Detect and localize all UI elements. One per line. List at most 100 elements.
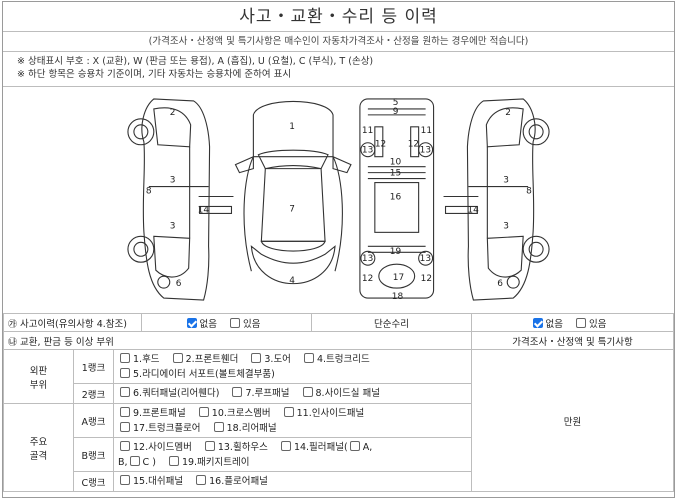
repair-none-checkbox[interactable] (532, 317, 543, 328)
accident-label-cell: ㉮ 사고이력(유의사항 4.참조) (2, 313, 143, 332)
part-label: 19.패키지트레이 (181, 456, 250, 468)
part-checkbox[interactable] (196, 475, 207, 485)
part-checkbox[interactable] (283, 406, 294, 417)
frame-b-rank: B랭크 (73, 437, 114, 472)
right-label: 2 (505, 108, 511, 118)
part-checkbox[interactable] (232, 387, 243, 397)
part-label: 13.휠하우스 (217, 441, 268, 453)
part-checkbox[interactable] (120, 387, 130, 397)
under-label: 13 (420, 254, 431, 264)
under-label: 9 (393, 107, 399, 117)
frame-a-row: 주요 골격 A랭크 9.프론트패널 10.크로스멤버 11.인사이드패널 17.… (3, 403, 674, 492)
right-label: 3 (503, 221, 509, 231)
outer-label-cell: 외판 부위 (3, 349, 74, 404)
part-label: 18.리어패널 (226, 422, 277, 434)
right-side-view (443, 98, 550, 301)
part-label: 6.쿼터패널(리어휀다) (133, 388, 220, 399)
repair-none-label: 없음 (545, 318, 563, 330)
part-label: 5.라디에이터 서포트(볼트체결부품) (133, 368, 275, 380)
under-label: 5 (393, 98, 399, 108)
part-label: 8.사이드실 패널 (315, 388, 381, 399)
accident-marker: ㉮ (8, 319, 18, 330)
frame-c-items: 15.대쉬패널 16.플로어패널 (112, 471, 473, 492)
part-checkbox[interactable] (172, 352, 183, 363)
part-label: 17.트렁크플로어 (133, 422, 201, 434)
part-checkbox[interactable] (168, 455, 179, 466)
price-header: 가격조사・산정액 및 특기사항 (471, 331, 674, 350)
accident-row: ㉮ 사고이력(유의사항 4.참조) 없음 있음 단순수리 없음 있음 (2, 313, 674, 332)
accident-label: 사고이력(유의사항 4.참조) (20, 318, 127, 330)
under-label: 16 (390, 193, 402, 203)
part-label: 15.대쉬패널 (133, 476, 184, 487)
accident-exists-checkbox[interactable] (230, 317, 241, 328)
outer-label-2: 부위 (29, 379, 48, 391)
part-label: 1.후드 (133, 353, 160, 365)
page-title: 사고・교환・수리 등 이력 (3, 2, 674, 32)
part-label: 14.필러패널( (293, 441, 348, 453)
part-checkbox[interactable] (198, 406, 209, 417)
part-checkbox[interactable] (120, 475, 130, 485)
parts-marker: ㉯ (8, 337, 18, 348)
simple-repair-label: 단순수리 (311, 313, 473, 332)
accident-none-checkbox[interactable] (186, 317, 197, 328)
part-checkbox[interactable] (120, 421, 130, 432)
outer-rank1-row: 외판 부위 1랭크 1.후드 2.프론트휀더 3.도어 4.트렁크리드 5.라디… (3, 349, 674, 492)
car-diagram-svg: 2 3 8 3 14 6 1 7 4 5 9 11 12 12 11 13 13… (127, 98, 550, 302)
part-checkbox[interactable] (303, 352, 314, 363)
part-checkbox[interactable] (120, 440, 130, 451)
repair-exists-label: 있음 (589, 318, 607, 330)
part-label: 3.도어 (264, 353, 291, 365)
part-checkbox[interactable] (120, 352, 130, 363)
price-cell: 만원 (471, 349, 674, 492)
under-label: 11 (362, 126, 373, 136)
under-label: 12 (375, 140, 386, 150)
price-unit: 만원 (563, 416, 582, 428)
part-label: 7.루프패널 (245, 388, 290, 399)
frame-label-2: 골격 (29, 450, 48, 462)
top-label: 1 (289, 122, 295, 132)
pillar-a-checkbox[interactable] (349, 440, 360, 451)
under-label: 12 (408, 140, 419, 150)
part-checkbox[interactable] (120, 367, 130, 378)
accident-none-label: 없음 (199, 318, 217, 330)
underside-view (359, 98, 435, 299)
part-checkbox[interactable] (204, 440, 215, 451)
diagram-labels: 2 3 8 3 14 6 1 7 4 5 9 11 12 12 11 13 13… (146, 98, 532, 302)
part-checkbox[interactable] (302, 387, 313, 397)
top-label: 7 (289, 204, 295, 214)
right-label: 14 (467, 205, 479, 215)
outer-rank2-items: 6.쿼터패널(리어휀다) 7.루프패널 8.사이드실 패널 (112, 383, 473, 404)
part-label: 10.크로스멤버 (211, 407, 271, 419)
part-checkbox[interactable] (251, 352, 262, 363)
outer-rank2: 2랭크 (73, 383, 114, 404)
part-checkbox[interactable] (120, 406, 130, 417)
part-label: 2.프론트휀더 (185, 353, 239, 365)
accident-options: 없음 있음 (141, 313, 313, 332)
part-label: 11.인사이드패널 (296, 407, 365, 419)
under-label: 13 (362, 146, 373, 156)
right-label: 3 (503, 176, 509, 186)
legend-note: ※ 하단 항목은 승용차 기준이며, 기타 자동차는 승용차에 준하여 표시 (17, 69, 292, 80)
part-label: C ) (142, 456, 156, 468)
under-label: 12 (362, 274, 373, 284)
left-label: 6 (176, 279, 182, 289)
part-label: B, (118, 456, 128, 468)
outer-rank2-row: 2랭크 6.쿼터패널(리어휀다) 7.루프패널 8.사이드실 패널 (4, 383, 674, 404)
left-label: 2 (170, 108, 176, 118)
part-label: 12.사이드멤버 (133, 441, 192, 453)
outer-rank1: 1랭크 (73, 349, 114, 384)
outer-label-1: 외판 (29, 365, 48, 377)
pillar-c-checkbox[interactable] (129, 455, 140, 466)
under-label: 10 (390, 158, 402, 168)
part-checkbox[interactable] (213, 421, 224, 432)
frame-c-row: C랭크 15.대쉬패널 16.플로어패널 (4, 471, 674, 492)
under-label: 17 (393, 273, 404, 283)
under-label: 12 (421, 274, 432, 284)
right-label: 6 (497, 279, 503, 289)
part-checkbox[interactable] (280, 440, 291, 451)
left-label: 3 (170, 176, 176, 186)
accident-exists-label: 있음 (243, 318, 261, 330)
parts-header-cell: ㉯ 교환, 판금 등 이상 부위 (2, 331, 473, 350)
frame-a-items: 9.프론트패널 10.크로스멤버 11.인사이드패널 17.트렁크플로어 18.… (112, 403, 473, 438)
repair-exists-checkbox[interactable] (576, 317, 587, 328)
